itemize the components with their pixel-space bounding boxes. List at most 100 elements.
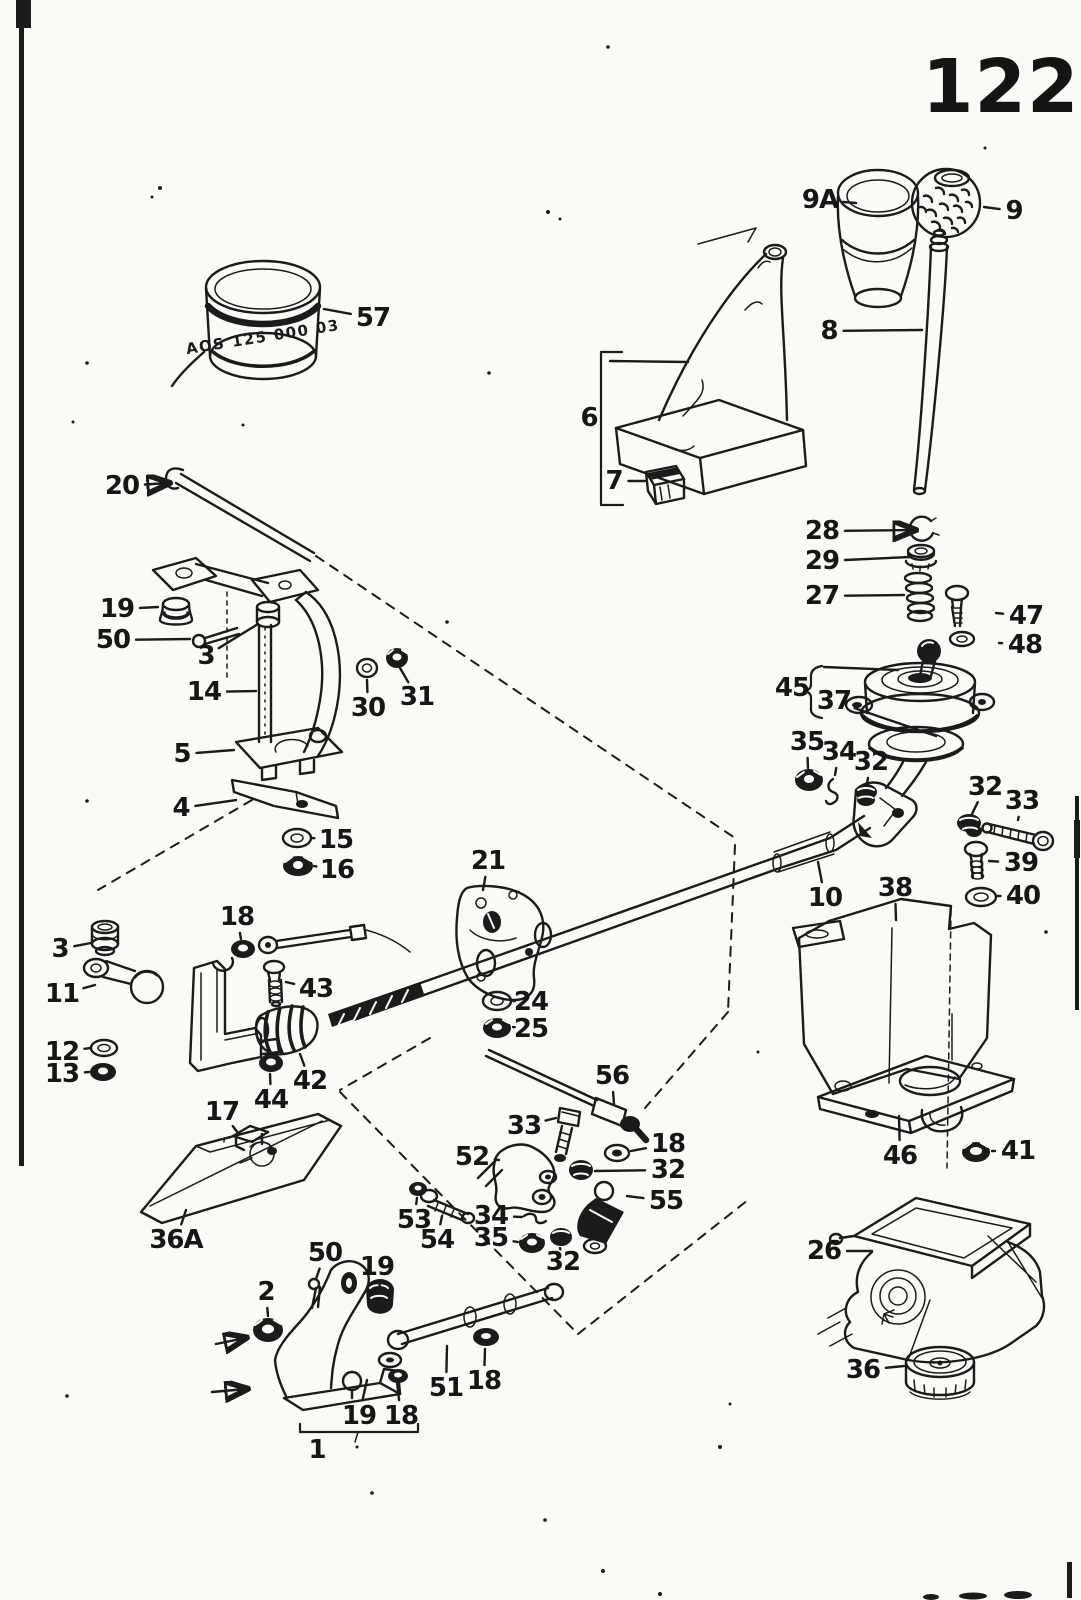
leader-line-42: [298, 1052, 306, 1067]
callout-29: 29: [804, 546, 840, 576]
leader-line-36a: [180, 1208, 188, 1226]
callout-19: 19: [359, 1252, 395, 1282]
clip-34-drawing: [824, 777, 839, 806]
construction-dashed-lines: [97, 555, 749, 1335]
callout-17: 17: [204, 1097, 240, 1127]
leader-line-11: [82, 983, 97, 990]
callout-24: 24: [513, 987, 549, 1017]
leader-line-4: [194, 798, 238, 808]
leader-line-29: [843, 555, 912, 562]
grommet-36-drawing: [904, 1345, 976, 1400]
callout-50: 50: [95, 625, 131, 655]
callout-48: 48: [1007, 630, 1043, 660]
leader-line-10: [816, 860, 824, 884]
washer-40-drawing: [964, 886, 998, 908]
leader-line-14: [225, 689, 258, 693]
leader-line-57: [322, 307, 352, 316]
callout-26: 26: [806, 1236, 842, 1266]
cotter-pin-50-drawing: [191, 626, 241, 649]
callout-51: 51: [428, 1373, 464, 1403]
bolt-54-drawing: [419, 1188, 476, 1225]
callout-4: 4: [172, 793, 190, 823]
mounting-plate-46-drawing: [816, 1013, 1016, 1135]
bracket-52-drawing: [476, 1143, 558, 1214]
callout-31: 31: [399, 682, 435, 712]
lever-55-drawing: [577, 1180, 624, 1255]
callout-25: 25: [513, 1014, 549, 1044]
callout-41: 41: [1000, 1136, 1036, 1166]
leader-line-19: [378, 1281, 382, 1290]
callout-32: 32: [650, 1155, 686, 1185]
link-rod-drawing: [257, 923, 411, 955]
callout-53: 53: [396, 1205, 432, 1235]
leader-line-27: [843, 593, 906, 597]
callout-36a: 36A: [149, 1225, 203, 1255]
callout-45: 45: [774, 673, 810, 703]
callout-56: 56: [594, 1061, 630, 1091]
nut-25-drawing: [483, 1018, 511, 1038]
callout-13: 13: [44, 1059, 80, 1089]
bushing-3-lower-drawing: [90, 919, 120, 957]
leader-line-33: [1016, 815, 1020, 822]
callout-35: 35: [789, 727, 825, 757]
callout-5: 5: [173, 739, 191, 769]
nut-44-drawing: [259, 1054, 283, 1072]
bushing-32-lower-drawing: [569, 1160, 593, 1180]
callout-3: 3: [51, 934, 69, 964]
callout-21: 21: [470, 846, 506, 876]
callout-33: 33: [506, 1111, 542, 1141]
boot-drawing: [614, 227, 808, 496]
washer-30-drawing: [355, 657, 379, 679]
leader-line-56: [611, 1090, 616, 1106]
leader-line-47: [994, 611, 1005, 615]
callout-10: 10: [807, 883, 843, 913]
leader-line-32: [865, 776, 870, 785]
nut-2-drawing: [253, 1318, 283, 1342]
support-bracket-21-drawing: [455, 884, 553, 1002]
callout-9a: 9A: [801, 185, 839, 215]
nut-31-drawing: [386, 648, 408, 668]
bearing-bracket-assembly-drawing: [151, 556, 344, 820]
callout-44: 44: [253, 1085, 289, 1115]
washer-19-bottom-drawing: [377, 1351, 403, 1369]
callout-34: 34: [473, 1201, 509, 1231]
leader-line-38: [894, 902, 898, 922]
leader-line-18: [238, 931, 243, 941]
callout-11: 11: [44, 979, 80, 1009]
leader-line-31: [398, 666, 410, 684]
washer-15-drawing: [281, 827, 313, 849]
leader-line-46: [897, 1114, 901, 1142]
callout-34: 34: [821, 737, 857, 767]
leader-line-50: [314, 1267, 321, 1281]
bushing-19-lower-drawing: [366, 1279, 394, 1314]
leader-line-35: [512, 1240, 520, 1244]
callout-38: 38: [877, 873, 913, 903]
coupling-bushing-42-drawing: [254, 1004, 319, 1056]
callout-2: 2: [257, 1277, 275, 1307]
leader-line-50: [134, 637, 192, 641]
spring-drawing: [903, 571, 936, 623]
group-bracket-45: [802, 664, 900, 720]
circlip-drawing: [908, 515, 940, 542]
callout-52: 52: [454, 1142, 490, 1172]
callout-7: 7: [605, 466, 623, 496]
leader-line-39: [987, 859, 1000, 863]
leader-line-5: [195, 748, 236, 755]
transmission-mount-drawing: [817, 1196, 1046, 1364]
boot-clip-drawing: [644, 464, 686, 506]
callout-8: 8: [820, 316, 838, 346]
leader-line-32: [970, 801, 979, 816]
callout-18: 18: [650, 1129, 686, 1159]
nut-35-drawing: [795, 769, 823, 791]
callout-35: 35: [473, 1223, 509, 1253]
lever-arm-11-drawing: [82, 957, 165, 1005]
leader-line-53: [415, 1196, 419, 1206]
callout-9: 9: [1005, 196, 1023, 226]
leader-line-37: [853, 706, 938, 738]
leader-line-18: [483, 1347, 487, 1367]
bolt-33-right-drawing: [981, 822, 1055, 852]
bolt-33-lower-drawing: [554, 1106, 582, 1162]
callout-14: 14: [186, 677, 222, 707]
